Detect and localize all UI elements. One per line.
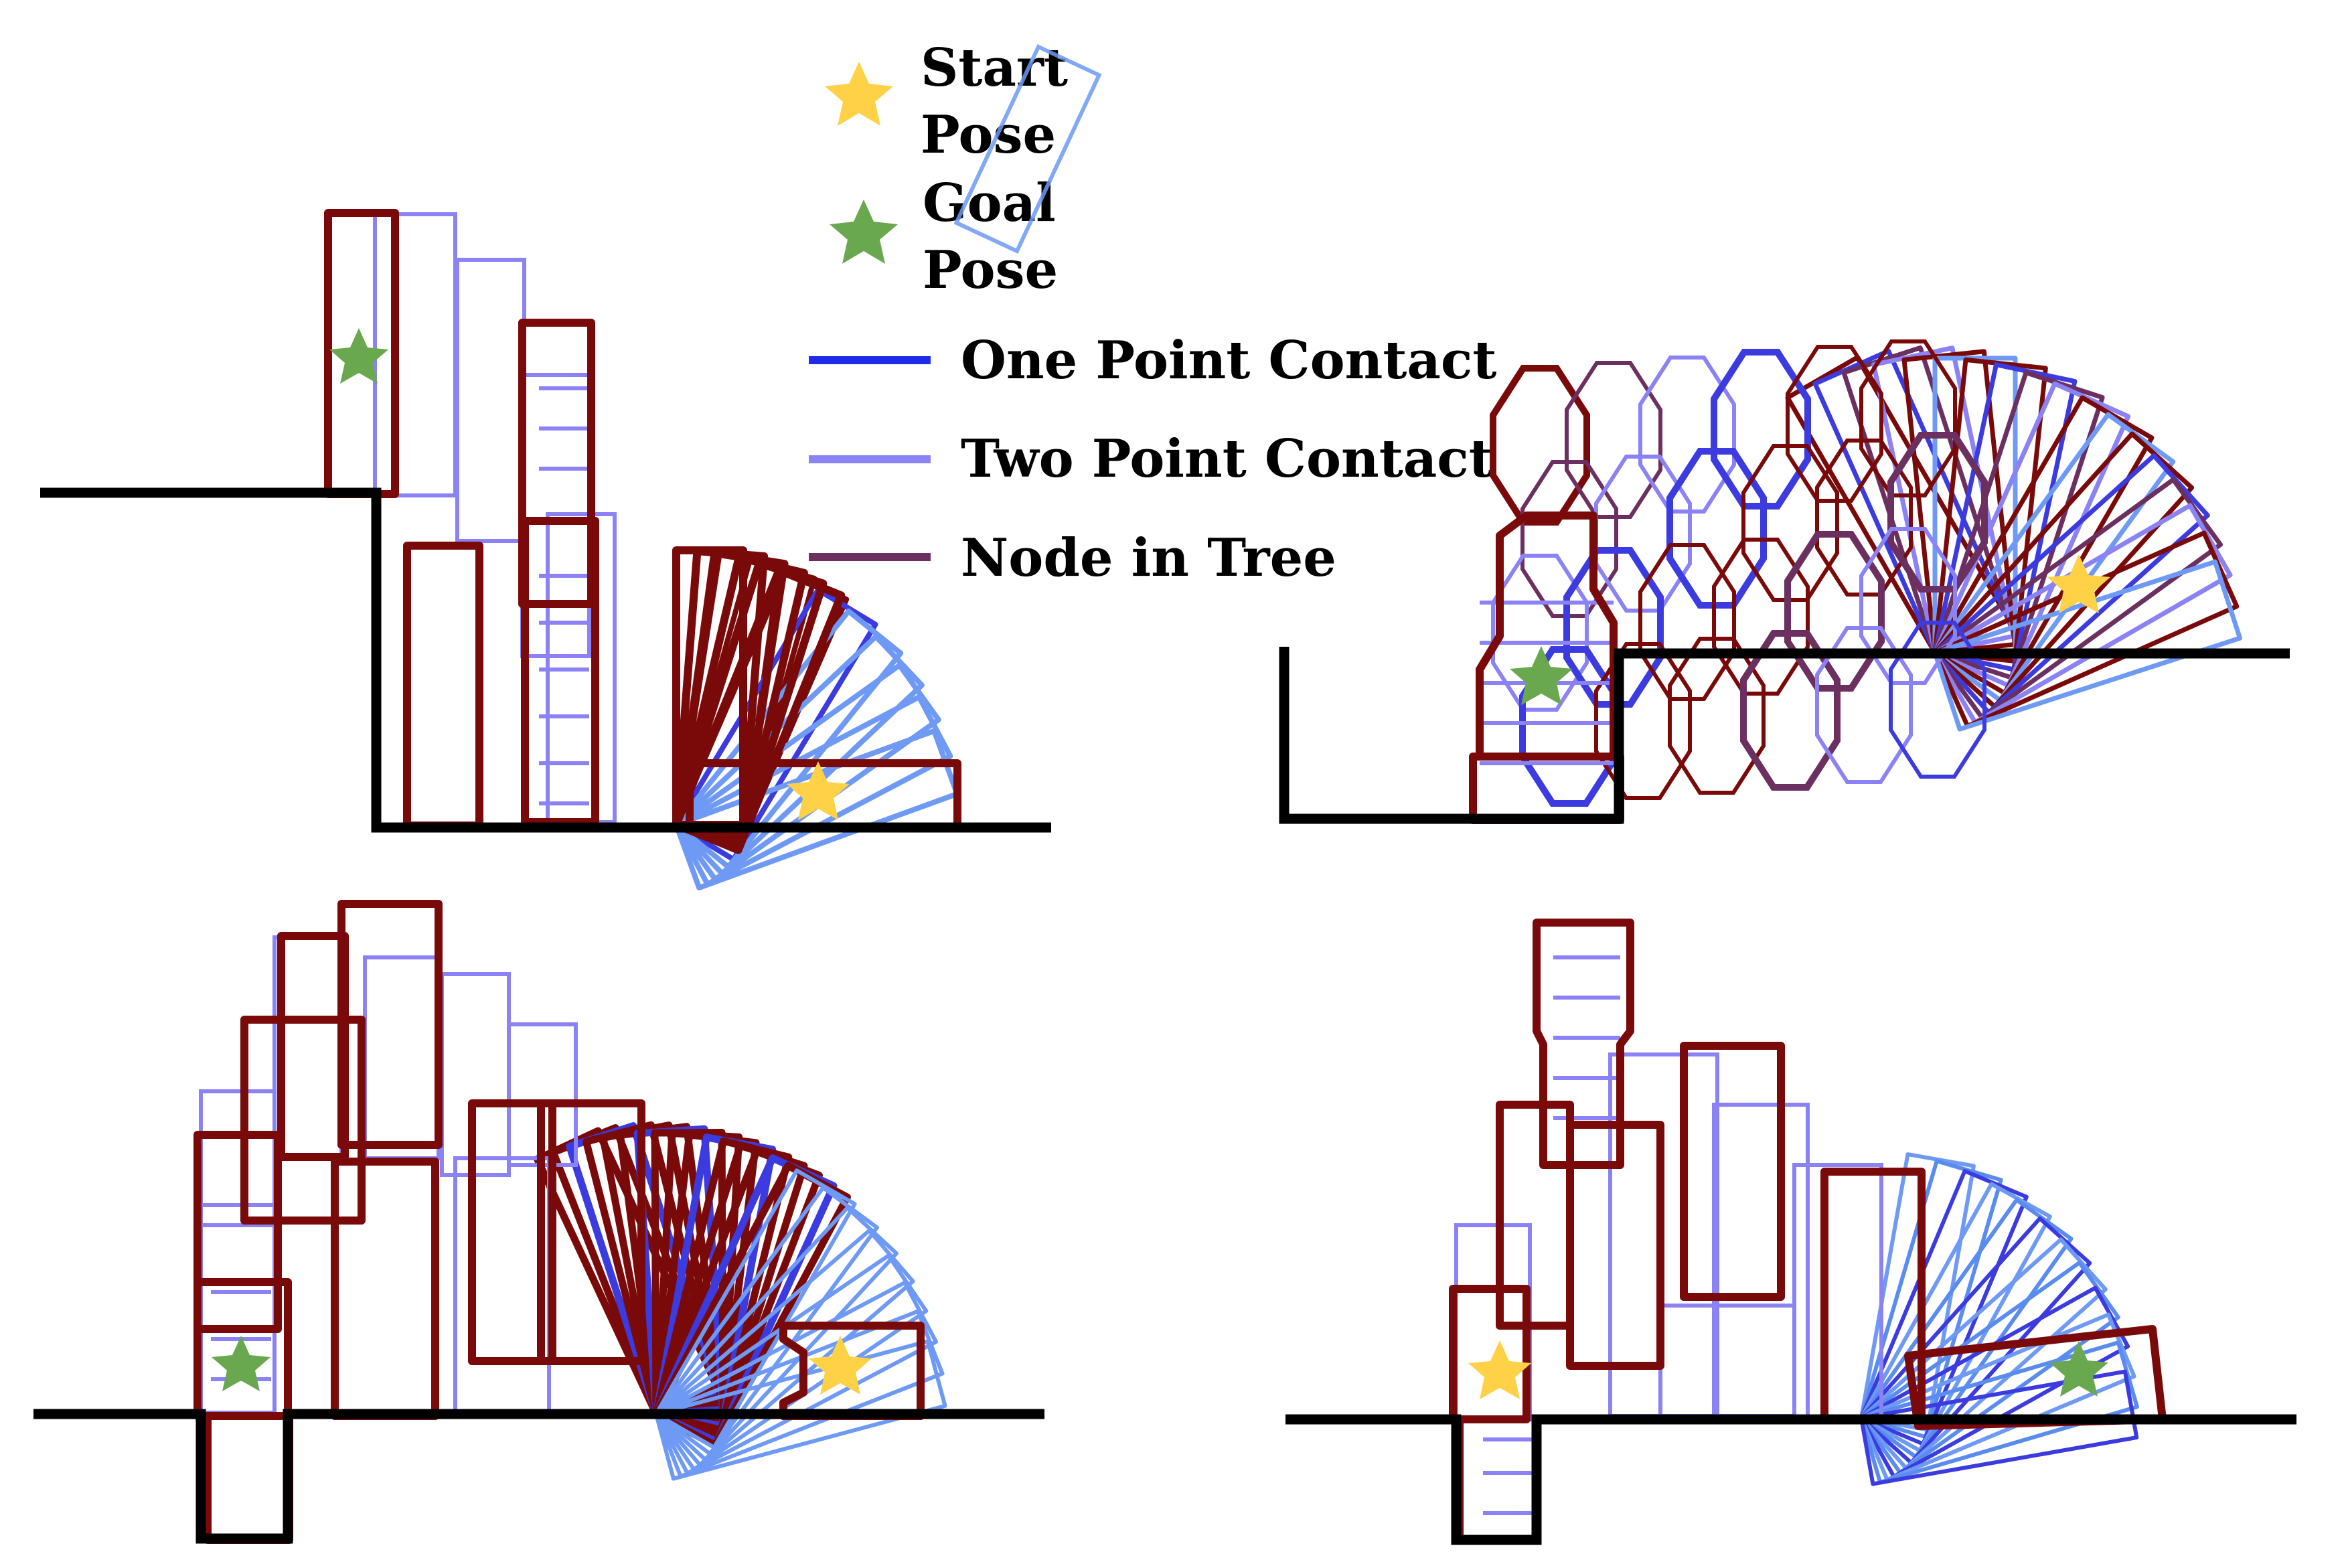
p2-hex-pose (1889, 621, 1986, 779)
p3-fan-pose (653, 1339, 947, 1481)
p2-hex-pose (1638, 356, 1736, 514)
p2-fan-pose (1932, 362, 2078, 672)
p2-pit-poses (1480, 601, 1614, 765)
legend-two-point-contact: Two Point Contact (809, 428, 1493, 489)
panel-bottom-right (1285, 919, 2296, 1545)
p4-fan-pose (1859, 1312, 2136, 1482)
p3-fan-poses (534, 1121, 947, 1481)
p4-fan-pose (1859, 1169, 2029, 1446)
one-point-contact-label: One Point Contact (961, 330, 1496, 391)
p2-hex-pose (1668, 637, 1766, 795)
p1-fan-node (672, 566, 846, 854)
p4-fan-pose (1859, 1182, 2052, 1453)
p4-fan-pose (1859, 1340, 2139, 1484)
p4-fan-pose (1859, 1237, 2108, 1470)
legend: Start Pose Goal Pose One Point Contact T… (809, 37, 1496, 589)
p2-hex-pose (1594, 642, 1692, 800)
p2-hex-pose (1859, 339, 1957, 497)
node-in-tree-label: Node in Tree (961, 528, 1336, 589)
p2-goal-star-icon (1510, 646, 1573, 705)
legend-start-pose: Start Pose (825, 37, 1068, 165)
start-pose-label-line1: Start (921, 37, 1068, 98)
p2-start-star-icon (2047, 554, 2110, 613)
swing-fan (953, 44, 1102, 254)
p4-start-star-icon (1468, 1340, 1531, 1399)
legend-node-in-tree: Node in Tree (809, 528, 1336, 589)
p2-hex-pose (1594, 455, 1692, 613)
p2-hex-pose (1711, 349, 1811, 509)
p2-fan-pose (1932, 453, 2210, 715)
p3-start-star-icon (809, 1336, 872, 1395)
p4-fan-poses (1859, 1152, 2139, 1486)
p3-two-point-poses (199, 935, 578, 1415)
p2-hex-pose (1520, 460, 1618, 618)
p2-hex-poses (1490, 339, 1988, 807)
p3-goal-star-icon (212, 1336, 270, 1391)
p2-hex-pose (1815, 439, 1913, 597)
p1-start-star-icon (787, 761, 850, 820)
p2-ground (1279, 647, 2290, 824)
p1-goal-star-icon (329, 328, 388, 384)
p1-fan-poses (672, 546, 960, 890)
p2-hex-pose (1565, 361, 1662, 519)
p4-fan-pose (1859, 1159, 2003, 1439)
legend-one-point-contact: One Point Contact (809, 330, 1496, 391)
panel-top-right (1279, 339, 2290, 824)
two-point-contact-label: Two Point Contact (961, 428, 1493, 489)
p2-hex-pose (1741, 444, 1839, 602)
p2-fan-pose (1932, 559, 2243, 732)
p2-hex-pose (1887, 432, 1988, 593)
p3-tree-nodes (193, 900, 925, 1544)
goal-star-icon (830, 200, 898, 264)
p2-hex-pose (1491, 554, 1589, 712)
p2-hex-pose (1786, 345, 1883, 503)
p4-fan-pose (1859, 1285, 2130, 1479)
panel-top-left (40, 44, 1102, 890)
p2-hex-pose (1815, 626, 1913, 784)
p1-ground (40, 487, 1051, 833)
legend-goal-pose: Goal Pose (830, 173, 1058, 301)
panel-bottom-left (33, 900, 1044, 1544)
p2-fan-pose (1932, 381, 2131, 688)
p4-fan-pose (1859, 1216, 2092, 1465)
p4-fan-pose (1859, 1369, 2139, 1486)
p2-fan-pose (1932, 370, 2105, 680)
p4-ground (1285, 1414, 2296, 1545)
p4-two-point-poses (1454, 955, 1883, 1515)
p2-hex-pose (1490, 365, 1590, 526)
p3-ground (33, 1409, 1044, 1544)
p4-fan-pose (1859, 1260, 2120, 1475)
p1-tree-nodes (324, 209, 961, 832)
p2-hex-pose (1712, 538, 1810, 696)
start-star-icon (825, 62, 893, 126)
p2-fan-pose (1932, 477, 2223, 720)
goal-pose-label-line2: Pose (923, 240, 1058, 301)
goal-pose-label-line1: Goal (923, 173, 1056, 234)
p4-goal-star-icon (2049, 1341, 2108, 1397)
